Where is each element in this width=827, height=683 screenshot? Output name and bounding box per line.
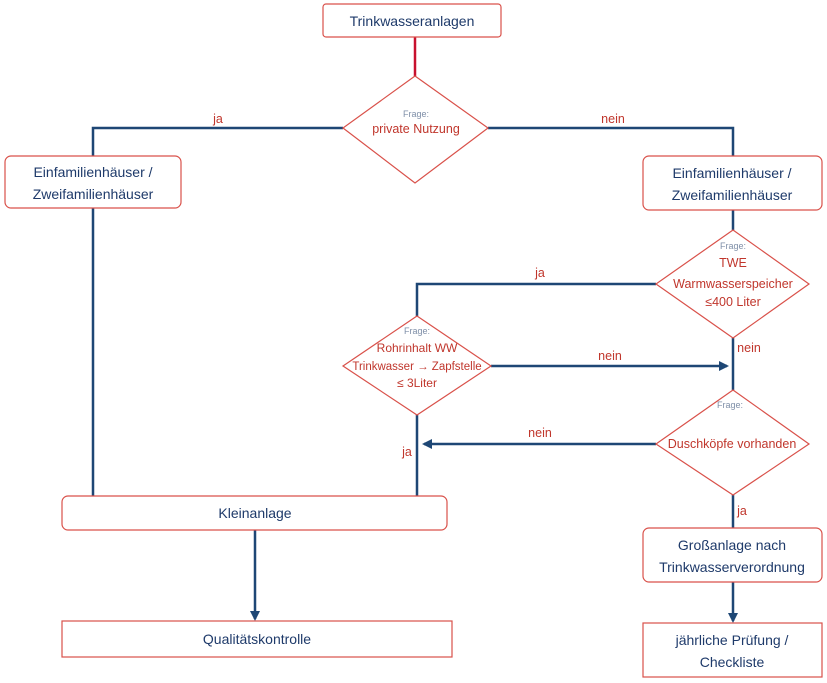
node-efh-left-line1: Einfamilienhäuser / [33,164,152,180]
node-grossanlage: Großanlage nach Trinkwasserverordnung [642,527,823,583]
edge-labels: ja nein ja nein nein nein ja ja [212,112,761,518]
edge-label-nein-nutzung: nein [601,112,625,126]
decision-nutzung-prefix: Frage: [403,109,429,119]
decision-nutzung-text: private Nutzung [372,122,460,136]
node-start: Trinkwasseranlagen [322,3,502,38]
edge-label-nein-dusch: nein [528,426,552,440]
node-qualitaetskontrolle: Qualitätskontrolle [61,620,453,658]
edge-label-ja-dusch: ja [736,504,747,518]
decision-nutzung: Frage: private Nutzung [341,75,490,184]
decision-twe: Frage: TWE Warmwasserspeicher ≤400 Liter [654,229,811,339]
edge-label-ja-rohr: ja [401,445,412,459]
decision-duschkoepfe-prefix: Frage: [717,400,743,410]
edge-label-nein-twe: nein [737,341,761,355]
node-grossanlage-line2: Trinkwasserverordnung [659,559,805,575]
decision-rohrinhalt: Frage: Rohrinhalt WW Trinkwasser → Zapfs… [341,315,493,416]
decision-twe-line1: TWE [719,256,747,270]
node-efh-right-line1: Einfamilienhäuser / [672,165,791,181]
decision-rohrinhalt-prefix: Frage: [404,326,430,336]
decision-twe-line3: ≤400 Liter [705,295,761,309]
node-efh-right: Einfamilienhäuser / Zweifamilienhäuser [642,155,823,211]
decision-rohrinhalt-line3: ≤ 3Liter [397,376,437,390]
connectors [91,37,738,623]
node-grossanlage-line1: Großanlage nach [678,537,786,553]
decision-twe-line2: Warmwasserspeicher [673,277,793,291]
node-efh-left-line2: Zweifamilienhäuser [33,186,154,202]
node-kleinanlage: Kleinanlage [61,495,448,531]
node-pruefung-line1: jährliche Prüfung / [675,632,789,648]
connector-nutzung-ja [91,126,343,156]
node-start-label: Trinkwasseranlagen [350,13,475,29]
decision-rohrinhalt-line1: Rohrinhalt WW [377,341,458,355]
node-efh-left: Einfamilienhäuser / Zweifamilienhäuser [4,155,182,209]
decision-rohrinhalt-line2: Trinkwasser → Zapfstelle [352,361,481,373]
connector-twe-ja [415,282,656,316]
node-efh-right-line2: Zweifamilienhäuser [672,187,793,203]
node-kleinanlage-label: Kleinanlage [218,505,291,521]
edge-label-ja-nutzung: ja [212,112,223,126]
node-qualitaetskontrolle-label: Qualitätskontrolle [203,631,311,647]
node-pruefung-line2: Checkliste [700,654,765,670]
edge-label-ja-twe: ja [534,266,545,280]
node-pruefung: jährliche Prüfung / Checkliste [642,622,823,678]
decision-twe-prefix: Frage: [720,241,746,251]
decision-duschkoepfe-text: Duschköpfe vorhanden [668,437,797,451]
connector-nutzung-nein [488,126,735,156]
decision-duschkoepfe: Frage: Duschköpfe vorhanden [654,389,811,496]
edge-label-nein-rohr: nein [598,349,622,363]
